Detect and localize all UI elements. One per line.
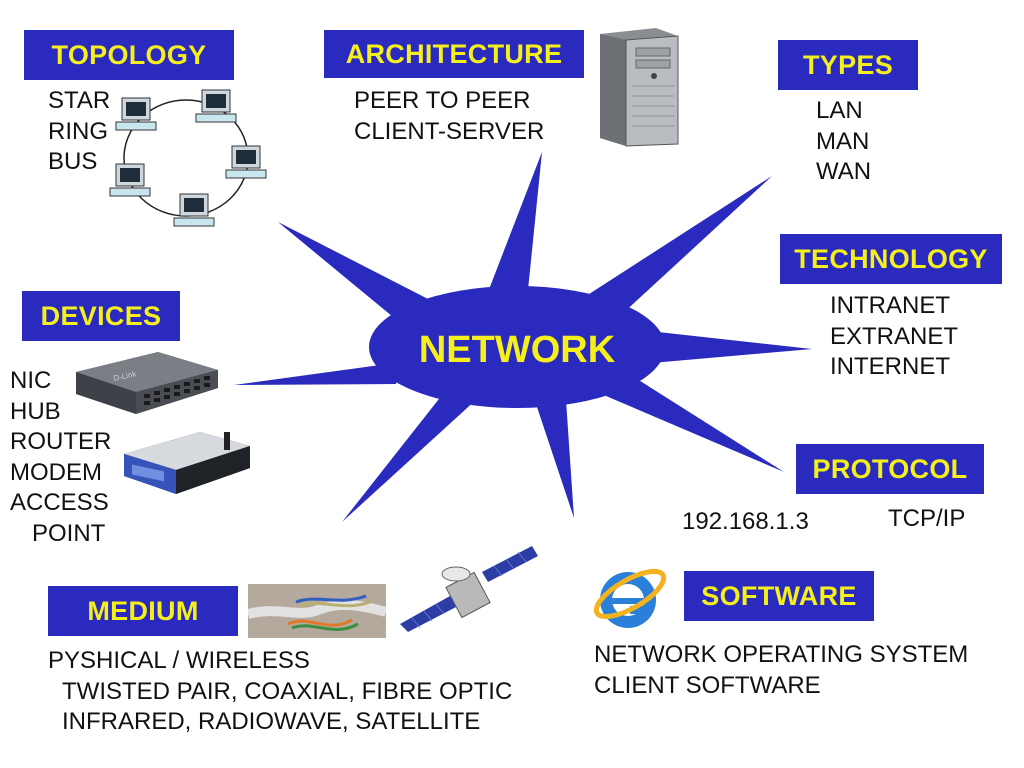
- technology-list: INTRANET EXTRANET INTERNET: [830, 291, 958, 383]
- architecture-list: PEER TO PEER CLIENT-SERVER: [354, 86, 544, 147]
- technology-item: EXTRANET: [830, 322, 959, 350]
- spoke-architecture: [488, 152, 542, 292]
- technology-heading: TECHNOLOGY: [780, 234, 1002, 284]
- ring-pc-icon: [173, 193, 215, 227]
- ring-pc-icon: [115, 97, 157, 131]
- devices-item: POINT: [32, 519, 106, 547]
- ring-topology-icon: [109, 89, 267, 227]
- spoke-devices: [234, 362, 402, 385]
- cable-photo-icon: [248, 584, 386, 638]
- spoke-topology: [278, 222, 430, 326]
- devices-item: ROUTER: [10, 428, 112, 455]
- center-ellipse: [369, 286, 665, 408]
- types-heading: TYPES: [778, 40, 918, 90]
- network-switch-icon: D-Link: [76, 352, 218, 414]
- topology-item: RING: [48, 117, 108, 145]
- server-tower-icon: [600, 28, 679, 147]
- medium-heading: MEDIUM: [48, 586, 238, 636]
- architecture-item: PEER TO PEER: [354, 87, 531, 114]
- satellite-icon: [400, 546, 538, 632]
- medium-list: PYSHICAL / WIRELESS TWISTED PAIR, COAXIA…: [48, 646, 512, 738]
- ring-pc-icon: [109, 163, 151, 197]
- internet-explorer-icon: [593, 568, 667, 628]
- software-item: NETWORK OPERATING SYSTEM: [594, 641, 969, 668]
- devices-item: ACCESS: [10, 489, 109, 516]
- topology-heading: TOPOLOGY: [24, 30, 234, 80]
- types-item: WAN: [816, 158, 872, 185]
- types-list: LAN MAN WAN: [816, 96, 871, 188]
- topology-item: STAR: [48, 87, 111, 114]
- topology-item: BUS: [48, 148, 98, 175]
- protocol-ip: 192.168.1.3: [682, 508, 809, 535]
- devices-heading: DEVICES: [22, 291, 180, 341]
- types-item: MAN: [816, 127, 870, 155]
- software-item: CLIENT SOFTWARE: [594, 671, 821, 699]
- software-heading: SOFTWARE: [684, 571, 874, 621]
- protocol-name: TCP/IP: [888, 505, 966, 532]
- devices-list: NIC HUB ROUTER MODEM ACCESS POINT: [10, 366, 111, 549]
- ring-pc-icon: [195, 89, 237, 123]
- ring-pc-icon: [225, 145, 267, 179]
- architecture-heading: ARCHITECTURE: [324, 30, 584, 78]
- router-icon: [124, 432, 250, 494]
- medium-item: INFRARED, RADIOWAVE, SATELLITE: [62, 708, 481, 735]
- technology-item: INTRANET: [830, 292, 950, 319]
- medium-item: TWISTED PAIR, COAXIAL, FIBRE OPTIC: [62, 677, 513, 705]
- devices-item: MODEM: [10, 458, 102, 486]
- types-item: LAN: [816, 97, 863, 124]
- architecture-item: CLIENT-SERVER: [354, 117, 545, 145]
- spoke-medium: [342, 390, 478, 522]
- technology-item: INTERNET: [830, 353, 950, 380]
- spoke-protocol: [606, 372, 784, 472]
- devices-item: NIC: [10, 367, 52, 394]
- spoke-technology: [640, 330, 812, 364]
- center-label: NETWORK: [419, 329, 616, 371]
- software-list: NETWORK OPERATING SYSTEM CLIENT SOFTWARE: [594, 640, 968, 701]
- protocol-heading: PROTOCOL: [796, 444, 984, 494]
- topology-list: STAR RING BUS: [48, 86, 110, 178]
- spoke-software: [536, 400, 574, 518]
- medium-item: PYSHICAL / WIRELESS: [48, 647, 310, 674]
- devices-item: HUB: [10, 397, 61, 425]
- spoke-types: [586, 176, 772, 316]
